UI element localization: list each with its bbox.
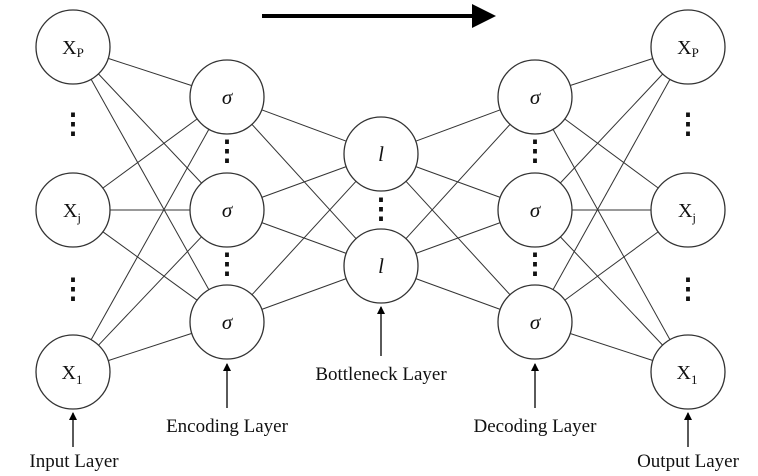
bottleneck-layer-label: Bottleneck Layer <box>315 364 447 385</box>
encoding-ellipsis-top: ⋮ <box>213 136 241 167</box>
encoding-node-middle-symbol: σ <box>222 198 234 222</box>
decoding-node-bottom: σ <box>497 284 573 360</box>
encoding-node-middle: σ <box>189 172 265 248</box>
encoding-node-bottom: σ <box>189 284 265 360</box>
connection-edge <box>405 123 511 240</box>
connection-edge <box>552 129 671 340</box>
input-node-xp-label: X <box>62 37 77 59</box>
bottleneck-node-bottom: l <box>343 228 419 304</box>
bottleneck-node-top: l <box>343 116 419 192</box>
connection-edge <box>261 166 347 198</box>
input-node-x1-subscript: 1 <box>76 372 83 387</box>
encoding-ellipsis-bottom: ⋮ <box>213 249 241 280</box>
connection-edge <box>90 79 210 290</box>
output-node-xp: XP <box>650 9 726 85</box>
connection-edge <box>98 236 202 346</box>
output-node-xj-subscript: j <box>691 210 696 225</box>
output-ellipsis-bottom: ⋮ <box>674 274 702 305</box>
input-layer-label: Input Layer <box>29 451 119 472</box>
input-layer: XP ⋮ Xj ⋮ X1 Input Layer <box>29 9 119 472</box>
bottleneck-node-bottom-symbol: l <box>378 254 384 278</box>
connection-edge <box>90 129 210 340</box>
connection-edge <box>415 222 501 254</box>
bottleneck-layer: l ⋮ l Bottleneck Layer <box>315 116 447 385</box>
connection-edge <box>564 118 659 189</box>
output-layer-label: Output Layer <box>637 451 740 472</box>
connection-edge <box>415 278 501 310</box>
encoding-layer: σ ⋮ σ ⋮ σ Encoding Layer <box>166 59 289 437</box>
input-node-x1-label: X <box>62 362 77 384</box>
output-ellipsis-top: ⋮ <box>674 109 702 140</box>
input-node-xj-label: X <box>63 200 78 222</box>
connection-edge <box>98 73 202 184</box>
output-node-xj: Xj <box>650 172 726 248</box>
connection-edge <box>108 57 192 87</box>
connection-edge <box>102 231 198 301</box>
encoding-node-top-symbol: σ <box>222 85 234 109</box>
decoding-node-top-symbol: σ <box>530 85 542 109</box>
connection-edge <box>552 79 671 290</box>
connection-edge <box>261 278 347 310</box>
connection-edge <box>559 73 664 184</box>
decoding-node-middle: σ <box>497 172 573 248</box>
decoding-node-bottom-symbol: σ <box>530 310 542 334</box>
output-node-x1-subscript: 1 <box>691 372 698 387</box>
bottleneck-node-top-symbol: l <box>378 142 384 166</box>
connection-edge <box>251 180 357 296</box>
encoding-node-bottom-symbol: σ <box>222 310 234 334</box>
input-node-x1: X1 <box>35 334 111 410</box>
encoding-node-top: σ <box>189 59 265 135</box>
svg-text:Xj: Xj <box>63 200 81 225</box>
decoding-ellipsis-bottom: ⋮ <box>521 249 549 280</box>
svg-text:X1: X1 <box>62 362 83 387</box>
input-node-xp: XP <box>35 9 111 85</box>
encoding-layer-label: Encoding Layer <box>166 416 289 437</box>
output-layer: XP ⋮ Xj ⋮ X1 Output Layer <box>637 9 740 472</box>
svg-text:XP: XP <box>677 37 699 60</box>
connection-edge <box>415 109 501 142</box>
decoding-ellipsis-top: ⋮ <box>521 136 549 167</box>
bottleneck-ellipsis: ⋮ <box>367 194 395 225</box>
input-node-xj-subscript: j <box>76 210 81 225</box>
output-node-xp-label: X <box>677 37 692 59</box>
connection-edge <box>570 333 653 361</box>
input-ellipsis-bottom: ⋮ <box>59 274 87 305</box>
output-node-xj-label: X <box>678 200 693 222</box>
input-node-xp-subscript: P <box>77 45 84 60</box>
connections <box>90 57 671 362</box>
connection-edge <box>560 236 663 346</box>
connection-edge <box>108 332 192 362</box>
connection-edge <box>102 118 198 189</box>
connection-edge <box>570 58 653 86</box>
svg-text:X1: X1 <box>677 362 698 387</box>
connection-edge <box>261 109 347 142</box>
svg-text:XP: XP <box>62 37 84 60</box>
decoding-node-middle-symbol: σ <box>530 198 542 222</box>
output-node-x1-label: X <box>677 362 692 384</box>
output-node-x1: X1 <box>650 334 726 410</box>
input-node-xj: Xj <box>35 172 111 248</box>
decoding-layer-label: Decoding Layer <box>474 416 598 437</box>
decoding-node-top: σ <box>497 59 573 135</box>
svg-text:Xj: Xj <box>678 200 696 225</box>
decoding-layer: σ ⋮ σ ⋮ σ Decoding Layer <box>474 59 598 437</box>
input-ellipsis-top: ⋮ <box>59 109 87 140</box>
connection-edge <box>564 231 659 301</box>
output-node-xp-subscript: P <box>692 45 699 60</box>
